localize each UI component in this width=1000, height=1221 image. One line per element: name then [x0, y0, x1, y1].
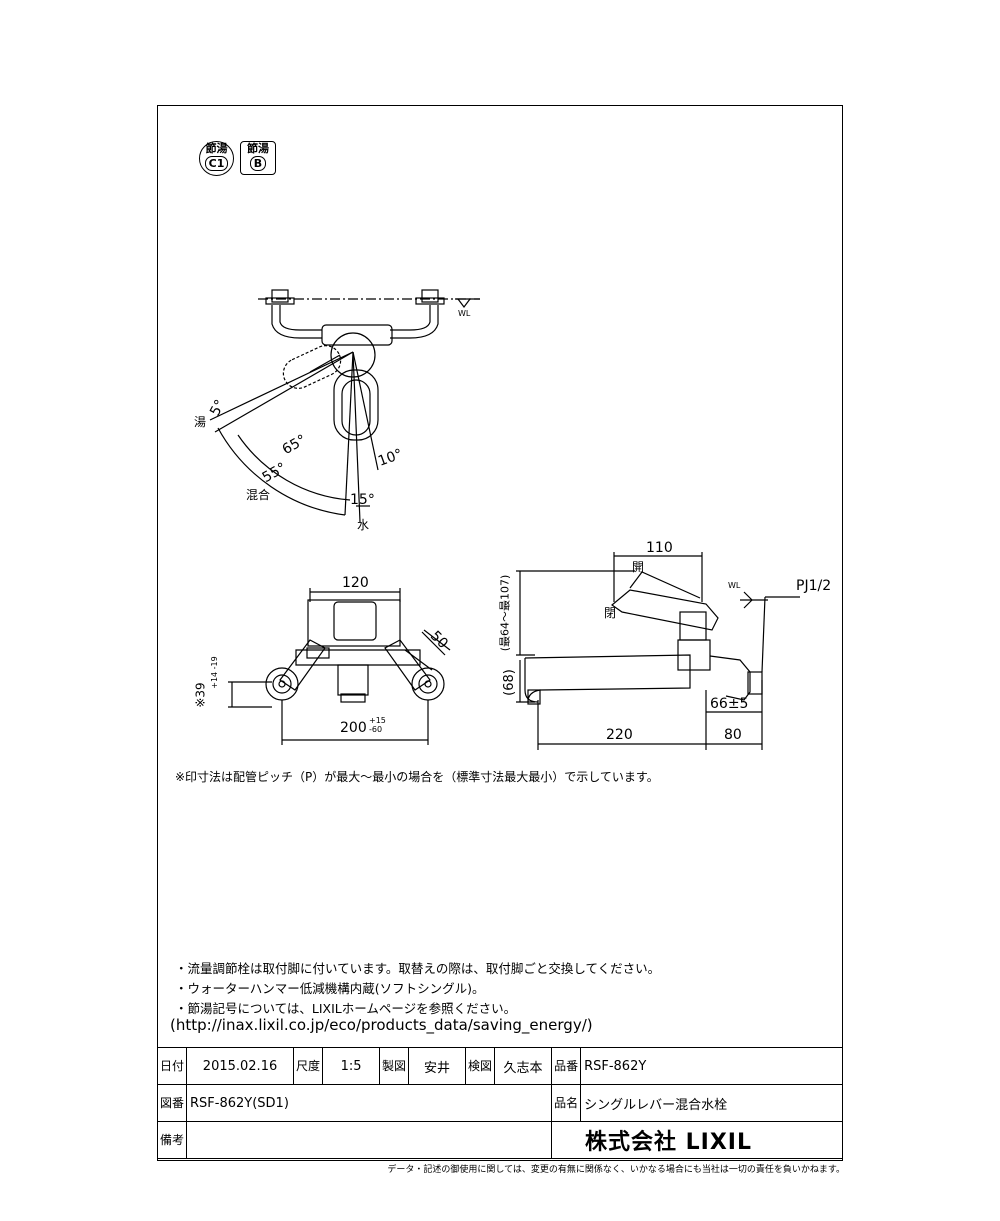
mixed-label: 混合	[246, 488, 271, 502]
checked-label: 検図	[465, 1047, 496, 1085]
drawn-value: 安井	[408, 1047, 467, 1085]
note-3: ・節湯記号については、LIXILホームページを参照ください。	[175, 1001, 517, 1016]
close-label: 閉	[604, 606, 617, 620]
note-1: ・流量調節栓は取付脚に付いています。取替えの際は、取付脚ごと交換してください。	[175, 961, 661, 976]
date-label: 日付	[156, 1047, 188, 1085]
dim-200: 200	[340, 720, 367, 736]
drawing-no-value: RSF-862Y(SD1)	[186, 1084, 553, 1122]
disclaimer: データ・記述の御使用に関しては、変更の有無に関係なく、いかなる場合にも当社は一切…	[387, 1165, 845, 1175]
pj-label: PJ1/2	[796, 578, 832, 594]
scale-value: 1:5	[322, 1047, 381, 1085]
badge-c1-line1: 節湯	[205, 142, 228, 155]
wl-label-side: WL	[728, 581, 741, 590]
company-name: 株式会社 LIXIL	[551, 1121, 843, 1159]
remarks-value	[186, 1121, 553, 1159]
front-view	[228, 588, 451, 745]
asterisk-note: ※印寸法は配管ピッチ（P）が最大～最小の場合を（標準寸法最大最小）で示しています…	[175, 770, 659, 784]
top-view	[209, 289, 480, 523]
reference-url: (http://inax.lixil.co.jp/eco/products_da…	[170, 1016, 593, 1034]
badge-b-line1: 節湯	[247, 142, 269, 155]
water-saving-c1-badge: 節湯 C1	[199, 141, 234, 176]
dim-39-tolerance: +14 -19	[209, 656, 219, 689]
dim-200-tolerance: +15 -60	[369, 716, 386, 734]
dim-68: (68)	[501, 669, 517, 696]
dim-80: 80	[724, 727, 742, 743]
dim-39: ※39	[193, 682, 208, 708]
product-name-value: シングルレバー混合水栓	[580, 1084, 843, 1122]
drawing-no-label: 図番	[156, 1084, 188, 1122]
checked-value: 久志本	[494, 1047, 553, 1085]
badge-c1-line2: C1	[204, 156, 229, 171]
cold-label: 水	[357, 518, 370, 532]
part-no-value: RSF-862Y	[580, 1047, 843, 1085]
drawing-frame	[157, 105, 843, 1161]
title-block: 日付 2015.02.16 尺度 1:5 製図 安井 検図 久志本 品番 RSF…	[156, 1047, 843, 1159]
dim-vertical: (最64～最107)	[498, 574, 512, 652]
wl-label-top: WL	[458, 309, 471, 318]
drawn-label: 製図	[379, 1047, 410, 1085]
badge-b-line2: B	[249, 156, 267, 171]
date-value: 2015.02.16	[186, 1047, 295, 1085]
water-saving-b-badge: 節湯 B	[240, 141, 276, 175]
dim-220: 220	[606, 727, 633, 743]
scale-label: 尺度	[293, 1047, 324, 1085]
hot-label: 湯	[194, 415, 207, 429]
dim-66: 66±5	[710, 696, 749, 712]
angle-15: 15°	[350, 492, 375, 508]
dim-110: 110	[646, 540, 673, 556]
remarks-label: 備考	[156, 1121, 188, 1159]
part-no-label: 品番	[551, 1047, 582, 1085]
note-2: ・ウォーターハンマー低減機構内蔵(ソフトシングル)。	[175, 981, 485, 996]
dim-120: 120	[342, 575, 369, 591]
open-label: 開	[632, 560, 645, 574]
product-name-label: 品名	[551, 1084, 582, 1122]
side-view	[516, 552, 800, 750]
